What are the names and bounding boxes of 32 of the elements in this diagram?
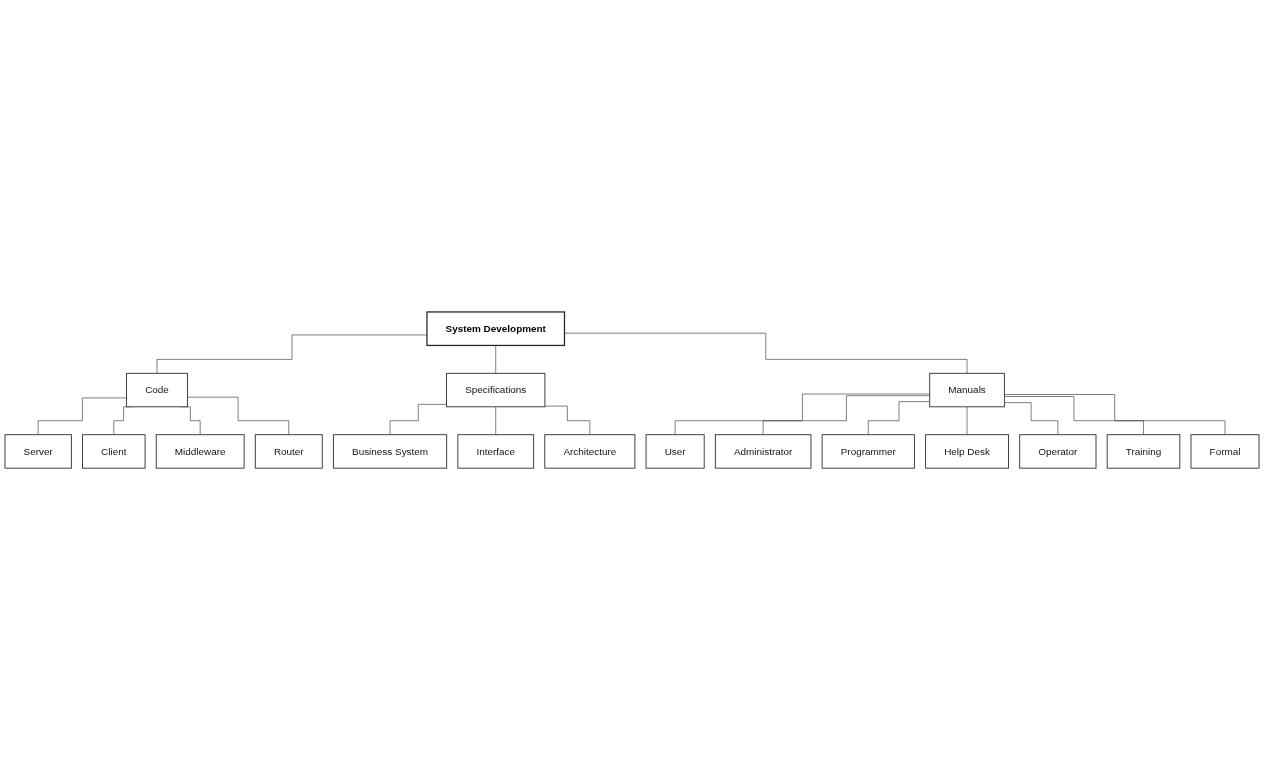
connector <box>564 332 968 374</box>
connector <box>674 393 930 435</box>
node-box: Operator <box>1019 434 1097 469</box>
connector <box>389 403 447 435</box>
node-box: Formal <box>1190 434 1260 469</box>
node-box: Client <box>82 434 146 469</box>
node-box: Code <box>126 372 188 408</box>
connector <box>966 406 968 435</box>
node-box: User <box>645 434 705 469</box>
node-box: Administrator <box>714 434 812 469</box>
node-box: Specifications <box>446 372 546 408</box>
connector <box>1004 394 1226 435</box>
connector <box>1004 396 1144 435</box>
node-box: System Development <box>426 311 566 346</box>
connector <box>1004 402 1059 435</box>
node-box: Router <box>254 434 323 469</box>
node-box: Manuals <box>929 372 1005 408</box>
node-box: Interface <box>457 434 535 469</box>
node-box: Business System <box>332 434 448 469</box>
connector <box>495 406 497 435</box>
connector <box>37 397 127 435</box>
node-box: Programmer <box>821 434 915 469</box>
connector <box>762 395 930 435</box>
node-box: Middleware <box>155 434 245 469</box>
connector <box>187 396 290 435</box>
connector <box>544 405 591 435</box>
node-box: Training <box>1106 434 1181 469</box>
node-box: Server <box>4 434 72 469</box>
node-box: Architecture <box>544 434 636 469</box>
connector <box>867 401 930 435</box>
connector <box>495 345 497 374</box>
node-box: Help Desk <box>925 434 1009 469</box>
